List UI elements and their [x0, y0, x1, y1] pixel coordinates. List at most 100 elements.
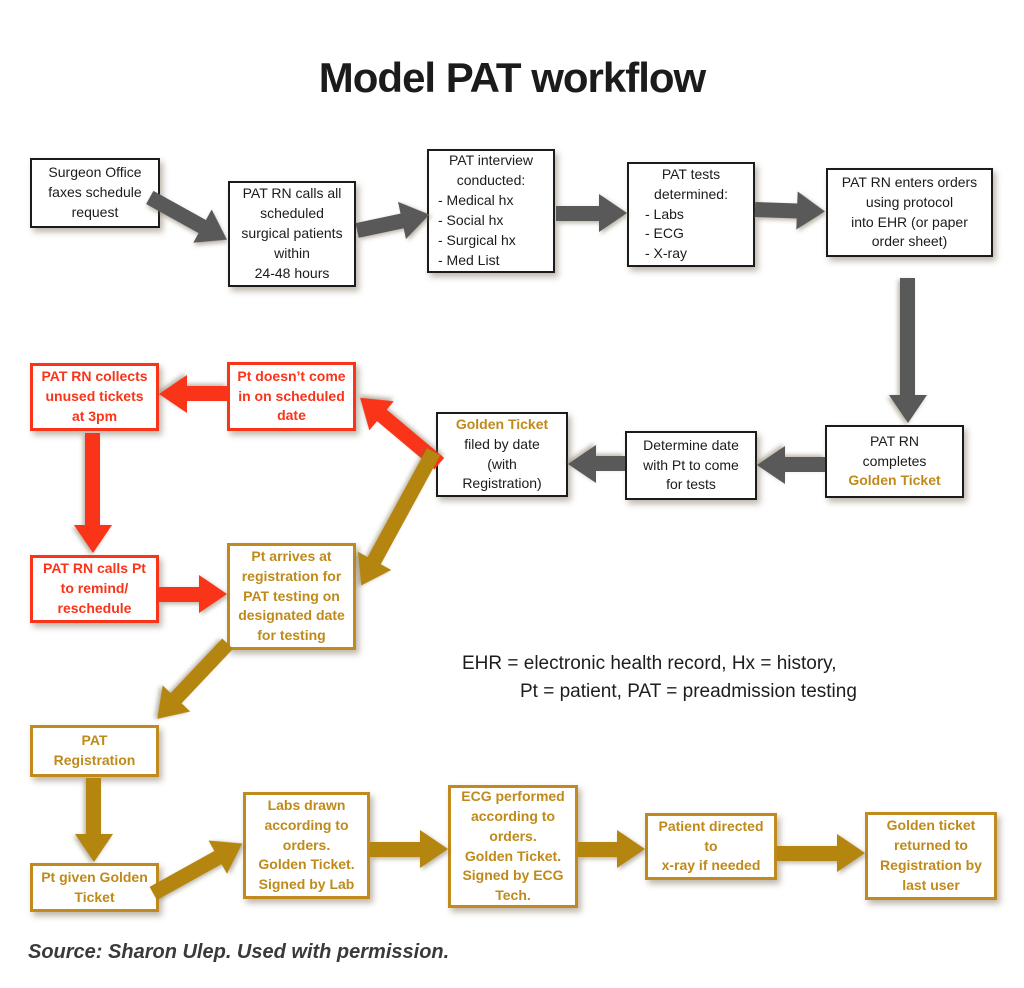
arrow-collects-to-remind — [74, 433, 112, 553]
box-line: within — [274, 244, 310, 261]
box-line: into EHR (or paper — [851, 213, 968, 230]
box-line: Signed by ECG — [462, 867, 564, 884]
box-line: date — [277, 407, 306, 424]
box-line: Golden ticket — [886, 817, 976, 834]
box-line: Golden Ticket. — [258, 856, 355, 873]
box-line: Determine date — [643, 436, 739, 453]
arrow-tests-to-orders — [754, 190, 826, 231]
box-calls-remind: PAT RN calls Pt to remind/ reschedule — [30, 555, 159, 623]
box-line: Pt doesn’t come — [237, 367, 346, 384]
box-line: Registration — [53, 752, 136, 768]
box-line: - ECG — [645, 225, 684, 242]
arrow-determine-to-filed — [568, 445, 625, 483]
arrow-doesntcome-to-collects — [159, 375, 227, 413]
box-line: Tech. — [495, 887, 531, 904]
box-line: PAT RN calls all — [242, 185, 342, 202]
page-title: Model PAT workflow — [318, 54, 706, 101]
box-line: - Surgical hx — [438, 231, 516, 248]
arrow-xray-to-returned — [777, 834, 865, 872]
arrow-completes-to-determine — [757, 446, 825, 484]
box-line: filed by date — [464, 435, 540, 452]
arrow-interview-to-tests — [556, 194, 627, 232]
box-line: - Med List — [438, 251, 500, 268]
box-pat-tests: PAT tests determined: - Labs - ECG - X-r… — [627, 162, 755, 267]
arrow-orders-to-completes — [889, 278, 927, 423]
box-line: with Pt to come — [643, 456, 739, 473]
box-line: (with — [487, 455, 517, 472]
arrow-surgeon-to-calls — [141, 180, 237, 257]
box-line: Golden Ticket — [455, 415, 549, 432]
box-patient-directed: Patient directed to x-ray if needed — [645, 813, 777, 880]
box-line: faxes schedule — [48, 184, 142, 201]
box-line: - Medical hx — [438, 192, 514, 209]
box-golden-filed: Golden Ticket filed by date (with Regist… — [436, 412, 568, 497]
box-line: at 3pm — [71, 407, 118, 424]
box-line: PAT tests — [661, 165, 721, 182]
box-pat-registration: PAT Registration — [30, 725, 159, 777]
box-line: according to — [264, 816, 349, 833]
box-line: PAT — [81, 732, 108, 749]
box-line: ECG performed — [461, 787, 565, 804]
box-line: according to — [470, 807, 555, 824]
box-line: PAT interview — [448, 152, 534, 169]
box-line: determined: — [654, 185, 728, 202]
source-attribution: Source: Sharon Ulep. Used with permissio… — [28, 941, 450, 963]
box-pat-completes: PAT RN completes Golden Ticket — [825, 425, 964, 498]
box-line: PAT RN collects — [41, 368, 148, 385]
box-surgeon-office: Surgeon Office faxes schedule request — [30, 158, 160, 228]
arrow-remind-to-arrives — [159, 575, 227, 613]
box-doesnt-come: Pt doesn’t come in on scheduled date — [227, 362, 356, 431]
box-line: scheduled — [260, 205, 324, 222]
box-line: using protocol — [865, 193, 954, 210]
box-line: Signed by Lab — [258, 876, 355, 893]
box-line: PAT testing on — [243, 587, 340, 604]
box-collects-tickets: PAT RN collects unused tickets at 3pm — [30, 363, 159, 431]
arrow-labs-to-ecg — [370, 830, 448, 868]
box-line: PAT RN calls Pt — [43, 560, 146, 577]
box-line: PAT RN — [869, 432, 919, 449]
box-golden-returned: Golden ticket returned to Registration b… — [865, 812, 997, 900]
box-line: unused tickets — [45, 388, 144, 405]
box-line: orders. — [282, 836, 331, 853]
box-line: Pt arrives at — [251, 547, 332, 564]
box-line: - X-ray — [645, 245, 687, 262]
box-line: request — [71, 203, 119, 220]
box-pat-orders: PAT RN enters orders using protocol into… — [826, 168, 993, 257]
arrow-registration-to-given — [75, 778, 113, 862]
box-line: - Social hx — [438, 212, 504, 228]
box-line: Patient directed — [658, 817, 764, 834]
arrow-arrives-to-registration — [143, 631, 241, 732]
box-line: orders. — [489, 827, 537, 844]
box-labs-drawn: Labs drawn according to orders. Golden T… — [243, 792, 370, 899]
arrow-ecg-to-xray — [578, 830, 645, 868]
box-pt-given: Pt given Golden Ticket — [30, 863, 159, 912]
box-line: returned to — [894, 837, 968, 854]
box-pt-arrives: Pt arrives at registration for PAT testi… — [227, 543, 356, 650]
box-line: to — [704, 837, 718, 854]
legend-line-2: Pt = patient, PAT = preadmission testing — [520, 681, 857, 702]
box-line: x-ray if needed — [661, 857, 761, 874]
box-line: Registration) — [462, 475, 542, 492]
box-line: Ticket — [74, 888, 115, 905]
box-ecg-performed: ECG performed according to orders. Golde… — [448, 785, 578, 908]
box-line: Golden Ticket. — [464, 847, 562, 864]
box-line: registration for — [241, 567, 342, 584]
box-line: - Labs — [645, 205, 684, 222]
box-line: for testing — [257, 627, 326, 644]
box-pat-interview: PAT interview conducted: - Medical hx - … — [427, 149, 555, 273]
box-line: in on scheduled — [238, 387, 345, 404]
box-line: Pt given Golden — [41, 868, 148, 885]
box-line: reschedule — [57, 599, 132, 616]
box-line: completes — [862, 452, 927, 469]
box-line: conducted: — [456, 172, 526, 189]
box-line: surgical patients — [241, 225, 343, 242]
box-line: Labs drawn — [267, 796, 346, 813]
box-line: Golden Ticket — [848, 472, 941, 489]
box-line: designated date — [238, 607, 345, 624]
box-line: to remind/ — [60, 580, 129, 597]
arrow-filed-to-arrives — [344, 443, 451, 595]
box-line: for tests — [666, 476, 716, 493]
box-pat-rn-calls: PAT RN calls all scheduled surgical pati… — [228, 181, 356, 287]
box-line: order sheet) — [871, 233, 948, 250]
